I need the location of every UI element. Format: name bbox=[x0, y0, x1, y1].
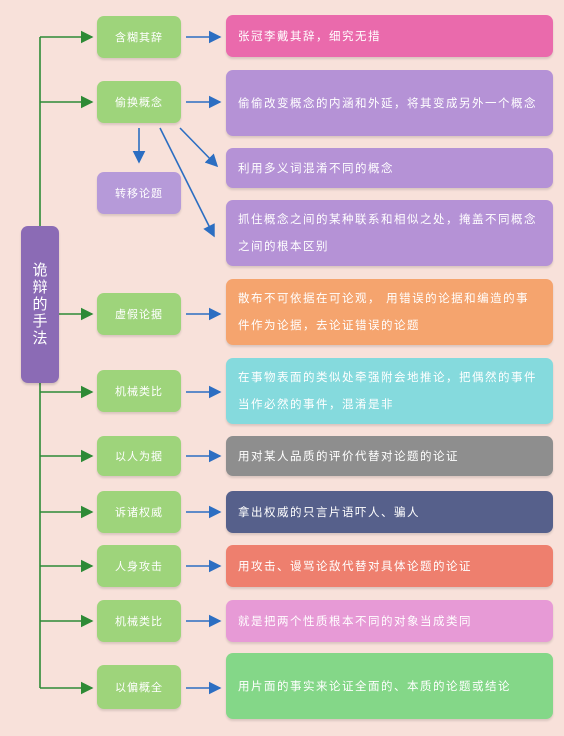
desc-box-8: 就是把两个性质根本不同的对象当成类同 bbox=[226, 600, 553, 642]
desc-box-3: 散布不可依据在可论观， 用错误的论据和编造的事件作为论据，去论证错误的论题 bbox=[226, 279, 553, 345]
method-node-7: 人身攻击 bbox=[97, 545, 181, 587]
sub-desc-box-1: 利用多义词混淆不同的概念 bbox=[226, 148, 553, 188]
desc-box-1: 张冠李戴其辞，细究无措 bbox=[226, 15, 553, 57]
method-node-5: 以人为据 bbox=[97, 436, 181, 476]
desc-box-5: 用对某人品质的评价代替对论题的论证 bbox=[226, 436, 553, 476]
root-node: 诡辩的手法 bbox=[21, 226, 59, 383]
sub-node: 转移论题 bbox=[97, 172, 181, 214]
desc-box-6: 拿出权威的只言片语吓人、骗人 bbox=[226, 491, 553, 533]
desc-box-9: 用片面的事实来论证全面的、本质的论题或结论 bbox=[226, 653, 553, 719]
method-node-9: 以偏概全 bbox=[97, 665, 181, 709]
desc-box-2: 偷偷改变概念的内涵和外延，将其变成另外一个概念 bbox=[226, 70, 553, 136]
method-node-2: 偷换概念 bbox=[97, 81, 181, 123]
method-node-1: 含糊其辞 bbox=[97, 16, 181, 58]
method-node-4: 机械类比 bbox=[97, 370, 181, 412]
desc-box-7: 用攻击、谩骂论敌代替对具体论题的论证 bbox=[226, 545, 553, 587]
method-node-6: 诉诸权威 bbox=[97, 491, 181, 533]
method-node-3: 虚假论据 bbox=[97, 293, 181, 335]
desc-box-4: 在事物表面的类似处牵强附会地推论，把偶然的事件当作必然的事件，混淆是非 bbox=[226, 358, 553, 424]
method-node-8: 机械类比 bbox=[97, 600, 181, 642]
sub-desc-box-2: 抓住概念之间的某种联系和相似之处，掩盖不同概念之间的根本区别 bbox=[226, 200, 553, 266]
